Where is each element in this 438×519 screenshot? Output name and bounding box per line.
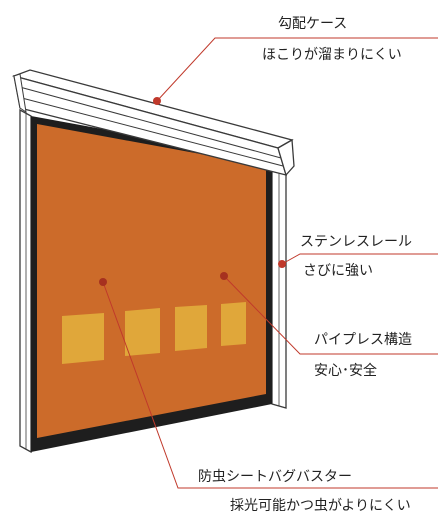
callout-structure-title: パイプレス構造 — [314, 332, 412, 348]
window-panel-2 — [125, 308, 160, 356]
marker-dot-sheet — [99, 278, 107, 286]
window-panel-4 — [221, 302, 246, 346]
callout-case-subtitle: ほこりが溜まりにくい — [262, 47, 402, 63]
leader-line-structure — [223, 275, 438, 355]
left-rail — [19, 108, 32, 454]
leader-line-rail — [281, 253, 438, 265]
callout-case-title: 勾配ケース — [278, 16, 348, 32]
case-end-cap — [277, 138, 295, 177]
window-panel-1 — [62, 313, 104, 364]
window-panel-3 — [175, 305, 207, 351]
callout-sheet-title: 防虫シートバグバスター — [198, 469, 352, 485]
case-groove-1 — [15, 85, 282, 159]
marker-dot-structure — [220, 272, 228, 280]
leader-line-case — [156, 37, 438, 102]
case-groove-2 — [17, 96, 284, 167]
callout-sheet-subtitle: 採光可能かつ虫がよりにくい — [230, 498, 411, 514]
marker-dot-rail — [278, 260, 286, 268]
callout-rail-subtitle: さびに強い — [303, 263, 373, 279]
leader-line-sheet — [102, 281, 438, 489]
insect-screen-sheet — [37, 124, 266, 438]
callout-structure-subtitle: 安心･安全 — [314, 363, 377, 379]
callout-rail-title: ステンレスレール — [300, 234, 412, 250]
marker-dot-case — [153, 97, 161, 105]
case-left-cap — [13, 73, 27, 114]
